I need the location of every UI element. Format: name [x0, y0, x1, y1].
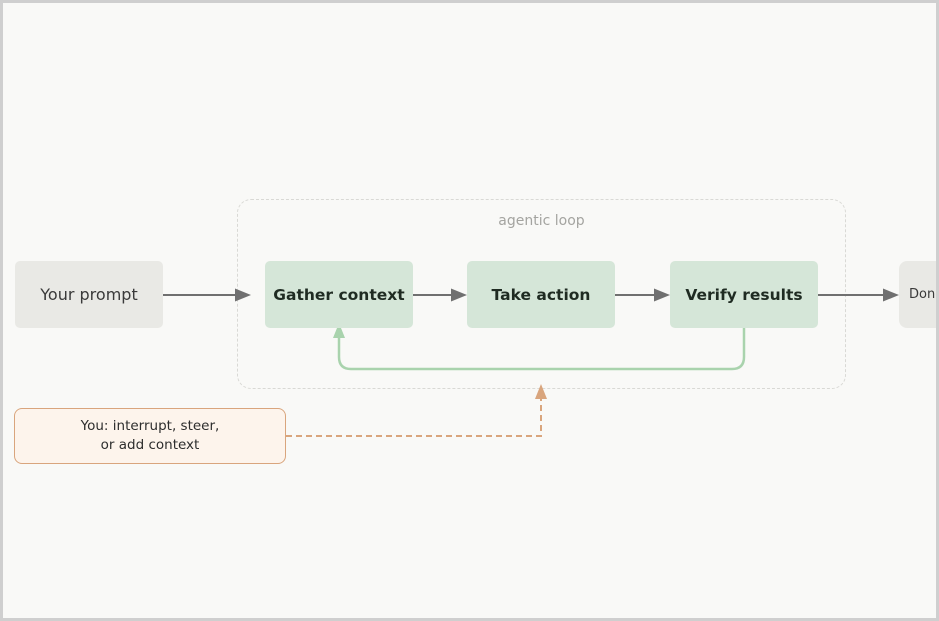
arrow-loop-back	[333, 323, 746, 371]
node-verify-results-label: Verify results	[685, 285, 803, 304]
user-steer-line-2: or add context	[100, 437, 200, 453]
arrow-prompt-to-gather	[163, 288, 251, 302]
arrow-action-to-verify	[615, 288, 670, 302]
node-take-action-label: Take action	[491, 285, 591, 304]
node-done-label: Done	[909, 287, 936, 302]
node-take-action: Take action	[467, 261, 615, 328]
node-gather-context-label: Gather context	[273, 285, 405, 304]
arrow-steer-into-loop	[286, 384, 547, 437]
connector-layer	[163, 288, 899, 437]
node-your-prompt: Your prompt	[15, 261, 163, 328]
node-done: Done	[899, 261, 936, 328]
agentic-loop-label: agentic loop	[498, 213, 585, 229]
user-steer-box: You: interrupt, steer, or add context	[14, 408, 286, 464]
node-gather-context: Gather context	[265, 261, 413, 328]
user-steer-line-1: You: interrupt, steer,	[80, 418, 220, 434]
arrow-verify-to-done	[818, 288, 899, 302]
node-verify-results: Verify results	[670, 261, 818, 328]
node-your-prompt-label: Your prompt	[40, 285, 138, 304]
arrow-gather-to-action	[413, 288, 467, 302]
